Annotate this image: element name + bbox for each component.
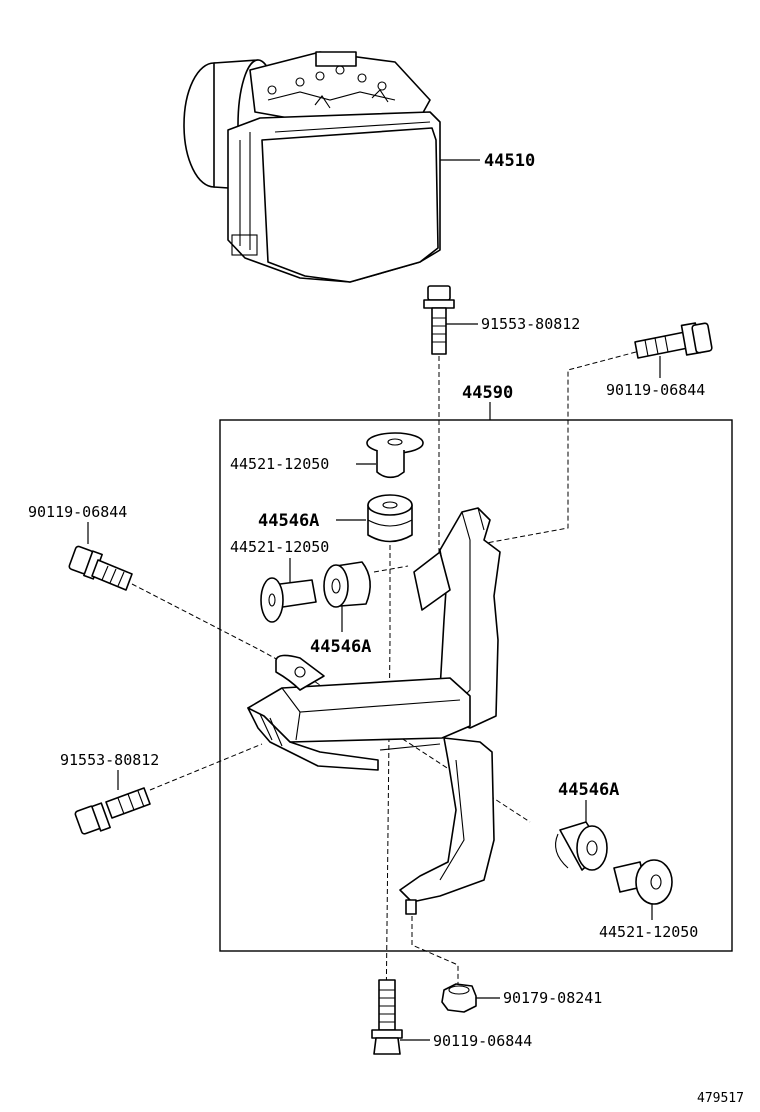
label-91553-80812-top: 91553-80812	[481, 315, 580, 333]
bolt-bottom-90119-06844[interactable]	[371, 979, 403, 1055]
label-90119-06844-left: 90119-06844	[28, 503, 127, 521]
bracket[interactable]	[247, 507, 501, 915]
collar-top-44521-12050[interactable]	[366, 432, 424, 479]
label-44546A-right: 44546A	[558, 780, 619, 800]
label-44510: 44510	[484, 151, 535, 171]
abs-actuator-44510[interactable]	[183, 51, 441, 283]
label-44590: 44590	[462, 383, 513, 403]
reference-number: 479517	[697, 1091, 744, 1106]
collar-right-44521-12050[interactable]	[613, 859, 673, 905]
nut-bottom-90179-08241[interactable]	[441, 983, 477, 1013]
label-90119-06844-bottom: 90119-06844	[433, 1032, 532, 1050]
assembly-frame-44590	[219, 419, 733, 952]
label-90179-08241: 90179-08241	[503, 989, 602, 1007]
bolt-lower-left-91553-80812[interactable]	[74, 787, 151, 835]
label-44546A-top: 44546A	[258, 511, 319, 531]
label-44521-12050-right: 44521-12050	[599, 923, 698, 941]
bolt-left-90119-06844[interactable]	[68, 545, 133, 591]
collar-mid-44521-12050[interactable]	[260, 577, 317, 623]
cushion-mid-44546A[interactable]	[323, 561, 371, 608]
bolt-top-91553-80812[interactable]	[423, 285, 455, 355]
cushion-right-44546A[interactable]	[555, 821, 608, 871]
bolt-top-right-90119-06844[interactable]	[634, 322, 713, 359]
label-44521-12050-mid: 44521-12050	[230, 538, 329, 556]
label-44521-12050-top: 44521-12050	[230, 455, 329, 473]
cushion-top-44546A[interactable]	[367, 494, 413, 543]
label-90119-06844-top-right: 90119-06844	[606, 381, 705, 399]
label-91553-80812-lower-left: 91553-80812	[60, 751, 159, 769]
label-44546A-mid: 44546A	[310, 637, 371, 657]
